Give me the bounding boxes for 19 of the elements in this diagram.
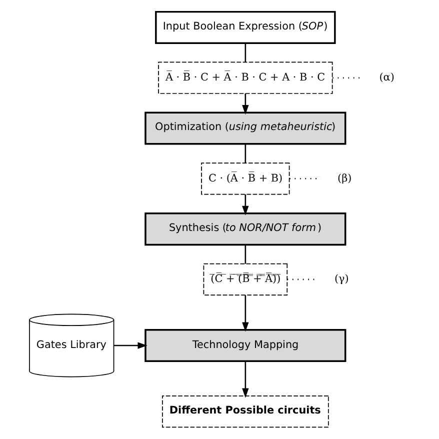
arrow bbox=[242, 194, 248, 216]
node-box: A̅ · B̅ · C + A̅ · B · C + A · B · C bbox=[158, 62, 332, 94]
node-text: (β) bbox=[337, 172, 352, 184]
connector bbox=[244, 43, 246, 62]
node-text: (α) bbox=[378, 72, 394, 84]
node-box: Input Boolean Expression (SOP) bbox=[154, 10, 336, 44]
arrow bbox=[242, 361, 248, 398]
connector bbox=[244, 144, 246, 164]
arrow bbox=[114, 342, 147, 349]
arrow bbox=[242, 295, 248, 332]
node-box: (̅C̅ ̅+̅ ̅(̿B̿ ̿+̿ ̿A̿)̿)̅ bbox=[202, 263, 288, 296]
node-box: Technology Mapping bbox=[144, 329, 346, 362]
connector bbox=[244, 244, 246, 264]
node-box: C · (A̅ · B̅ + B) bbox=[200, 162, 290, 195]
node-box: Different Possible circuits bbox=[162, 395, 328, 428]
node-box: Optimization (using metaheuristic) bbox=[144, 112, 346, 145]
node-text: (γ) bbox=[334, 273, 348, 286]
node-box: Synthesis (to NOR/NOT form) bbox=[144, 212, 346, 246]
arrow bbox=[242, 94, 248, 115]
